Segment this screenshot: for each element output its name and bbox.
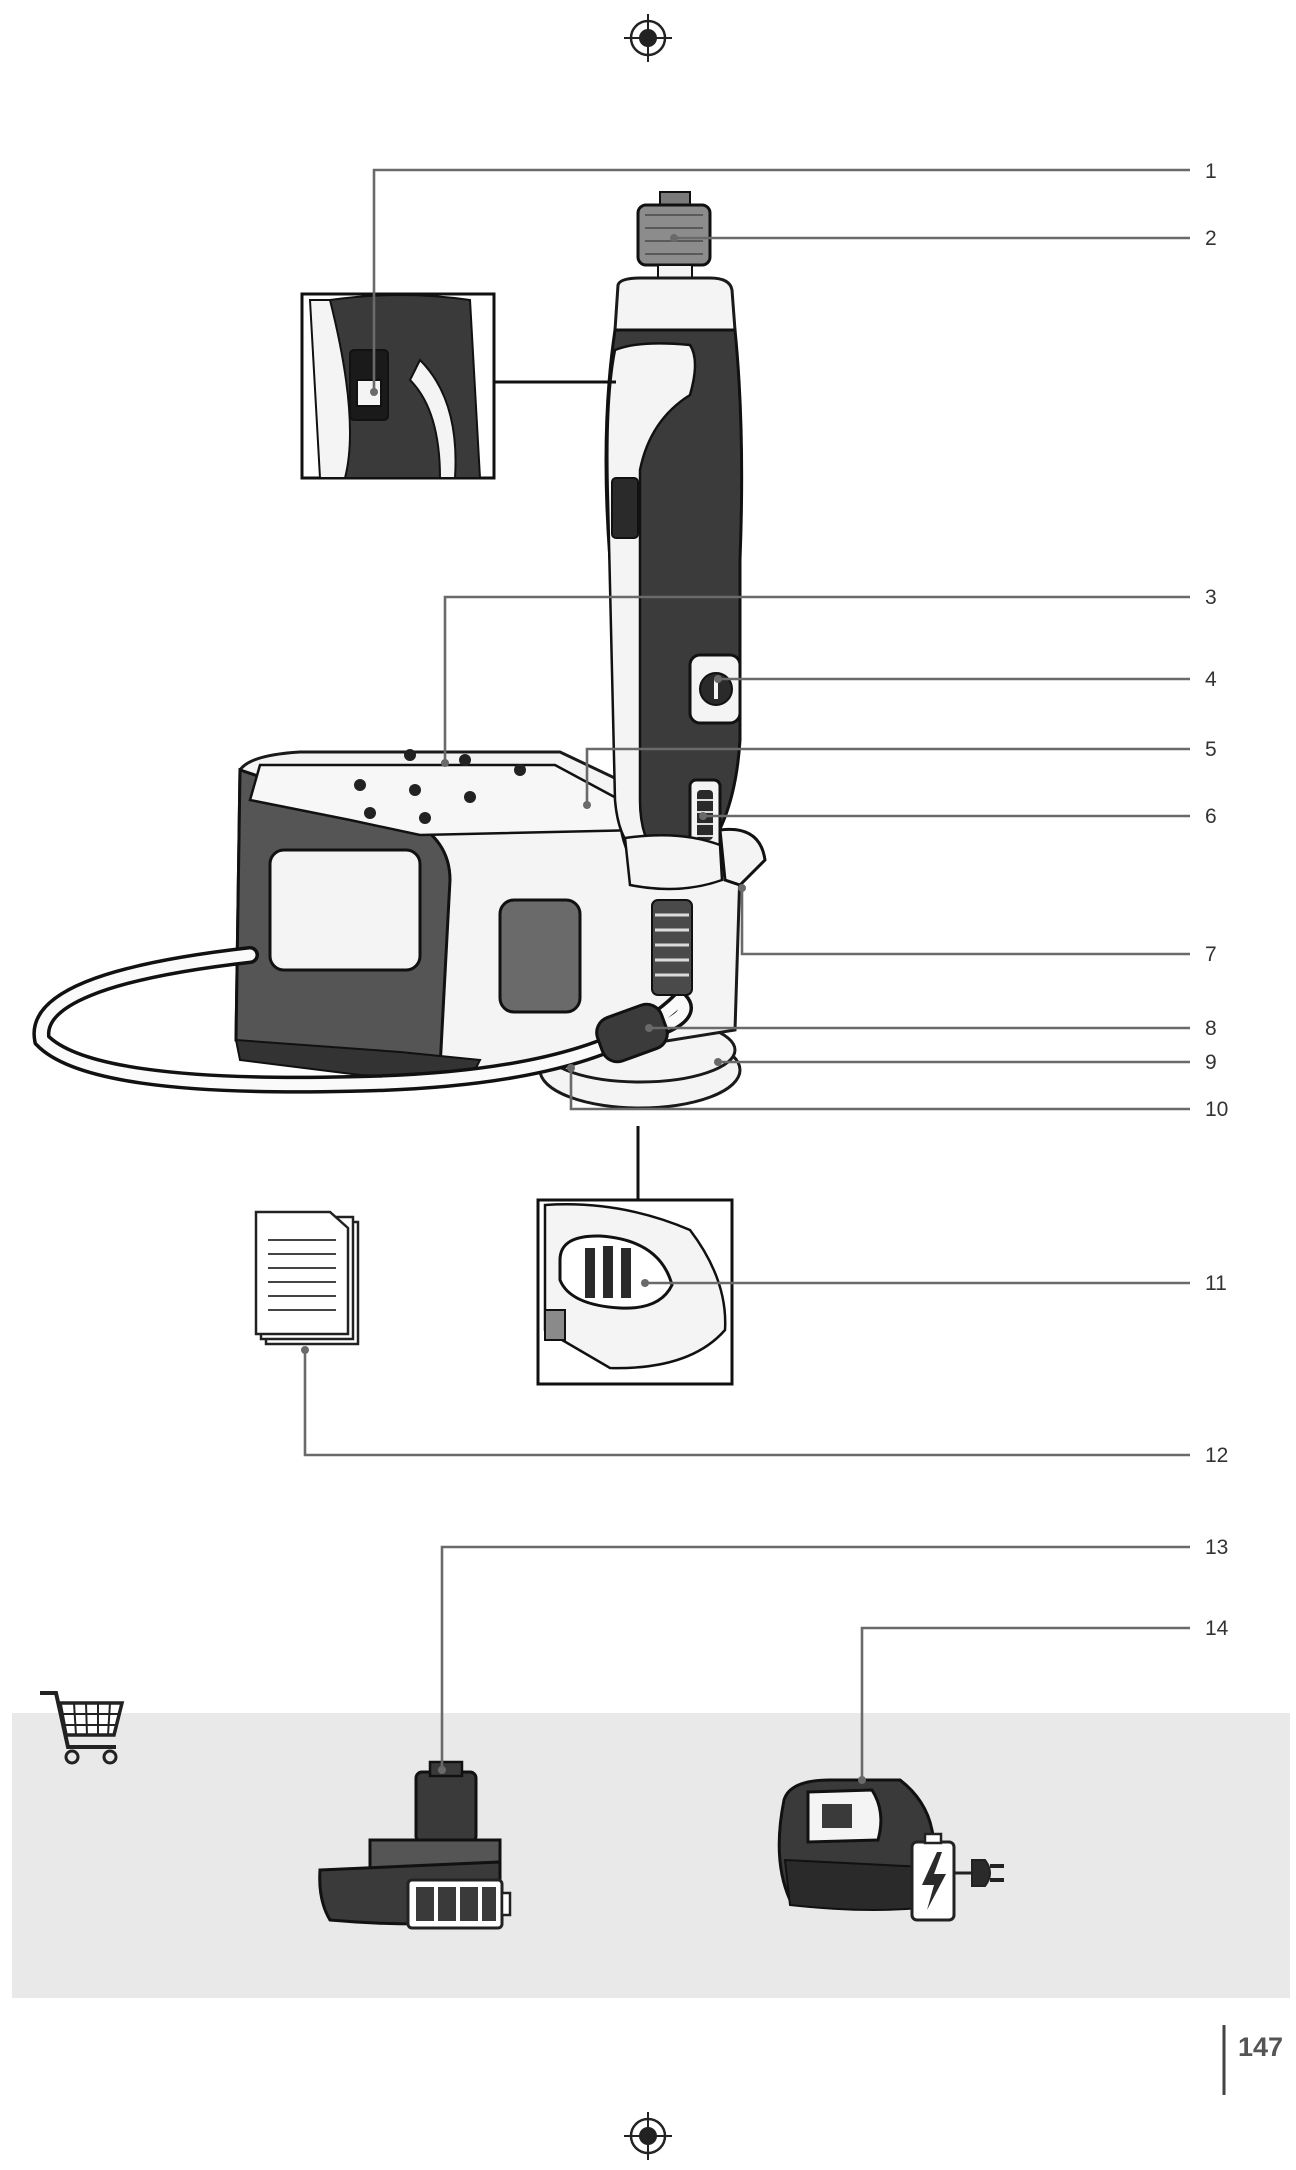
document-icon	[254, 1210, 360, 1346]
page-number: 147	[1238, 2032, 1283, 2062]
callout-numbers: 1 2 3 4 5 6 7 8 9 10 11 12 13 14	[1205, 160, 1229, 1640]
callout-10: 10	[1205, 1098, 1228, 1121]
callout-2: 2	[1205, 227, 1217, 250]
registration-mark-icon	[624, 2112, 672, 2160]
power-plug-icon	[955, 1859, 1004, 1887]
callout-13: 13	[1205, 1536, 1228, 1559]
leader-lines	[301, 168, 1190, 1784]
callout-8: 8	[1205, 1017, 1217, 1040]
callout-7: 7	[1205, 943, 1217, 966]
registration-mark-icon	[624, 14, 672, 62]
battery-pack-icon	[318, 1760, 512, 1930]
callout-9: 9	[1205, 1051, 1217, 1074]
callout-12: 12	[1205, 1444, 1228, 1467]
callout-3: 3	[1205, 586, 1217, 609]
callout-11: 11	[1205, 1272, 1227, 1295]
callout-6: 6	[1205, 805, 1217, 828]
inset-spindle-lock	[300, 292, 616, 480]
callout-14: 14	[1205, 1617, 1229, 1640]
callout-5: 5	[1205, 738, 1217, 761]
charging-dock	[234, 749, 767, 1110]
inset-foot-contacts	[536, 1126, 734, 1386]
rotary-tool	[604, 191, 744, 891]
cable	[32, 899, 693, 1094]
charger-icon	[777, 1778, 956, 1922]
callout-1: 1	[1205, 160, 1217, 183]
callout-4: 4	[1205, 668, 1217, 691]
shopping-cart-icon	[40, 1691, 125, 1765]
accessory-band	[12, 1713, 1290, 1998]
